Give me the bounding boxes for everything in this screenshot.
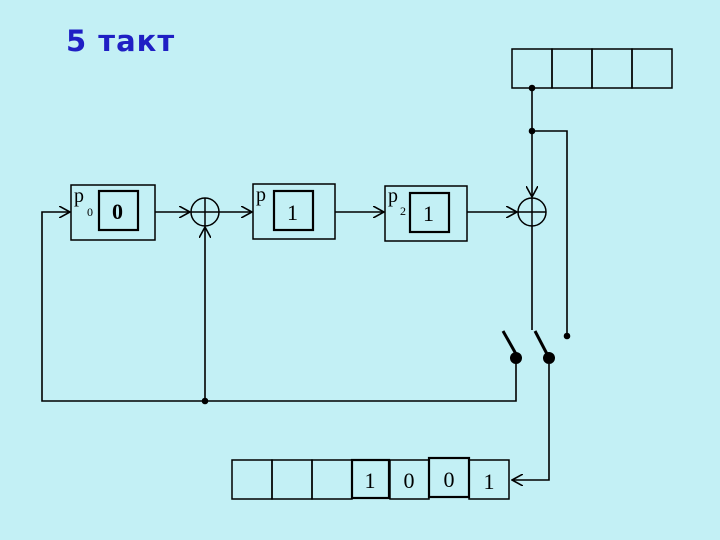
input-register-cell [631,48,673,89]
input-wiring [528,84,571,340]
junction-dot [201,397,209,405]
switch-1-pivot [510,352,522,364]
feedback-loop [41,212,517,405]
switch-2-blade [533,330,549,355]
output-register-cell [350,458,391,500]
input-register-cell [511,48,553,89]
register-p1-cell [272,189,315,232]
register-p0-cell [97,189,140,232]
register-p1-value: 1 [287,200,298,225]
switch-1-blade [501,330,518,355]
junction-dot [528,84,536,92]
output-cell-value: 0 [444,467,455,492]
switch-2-pivot [543,352,555,364]
register-p0-value: 0 [112,199,123,224]
input-branch-line [532,130,568,336]
output-cell-value: 1 [365,468,376,493]
output-path [513,364,550,480]
slide-title: 5 такт [66,24,176,58]
input-register [511,48,673,89]
register-p1-label: p [256,184,266,206]
register-p2-cell [408,191,451,234]
output-cell-value: 0 [404,468,415,493]
output-arrow [513,364,550,480]
register-p2-value: 1 [423,201,434,226]
output-register: 1 0 0 1 [231,456,510,500]
xor-gate-2 [517,197,547,227]
register-p2-frame [384,185,468,242]
register-p2-label: p [388,185,398,207]
switches [501,330,555,364]
xor-gate-1 [190,197,220,227]
register-p0-index: 0 [87,205,93,219]
output-register-cell [311,459,353,500]
input-register-cell [551,48,593,89]
input-register-cell [591,48,633,89]
feedback-line [41,212,517,402]
output-register-cell [231,459,273,500]
register-p1: p 1 [252,183,336,240]
output-register-cell [468,459,510,500]
register-p2-index: 2 [400,204,406,218]
register-p0-label: p [74,185,84,207]
register-p0: p 0 0 [70,184,156,241]
switch-contact-dot [563,332,571,340]
output-register-cell [271,459,313,500]
output-cell-value: 1 [484,469,495,494]
register-p2: p 2 1 [384,185,468,242]
